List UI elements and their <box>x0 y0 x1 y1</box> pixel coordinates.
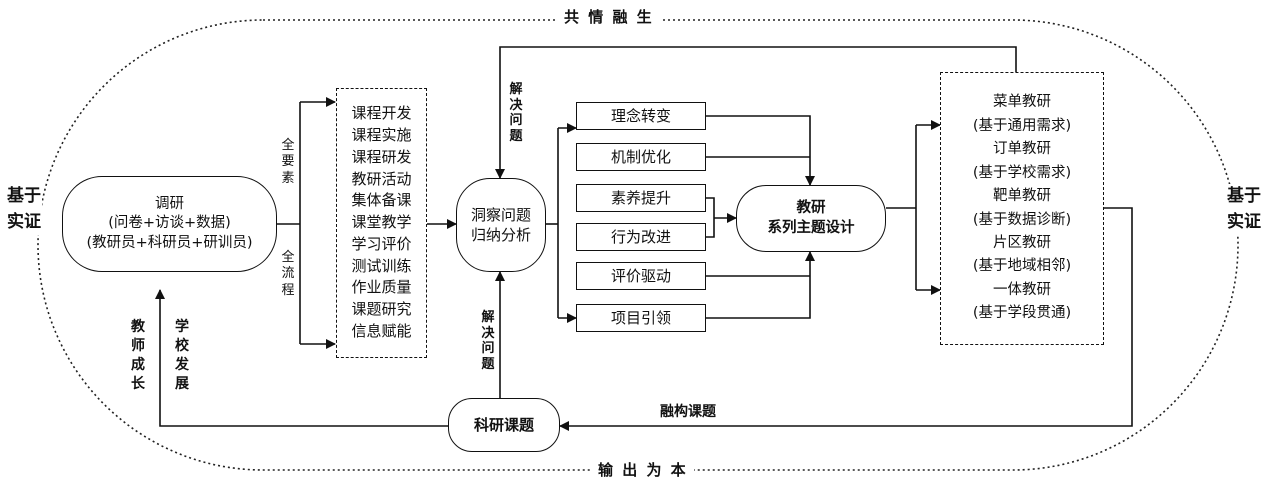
research-type-name: 订单教研 <box>993 141 1051 158</box>
left-side-label: 基于实证 <box>6 184 42 235</box>
right-list-box: 菜单教研 (基于通用需求) 订单教研 (基于学校需求) 靶单教研 (基于数据诊断) 片区教研… <box>940 72 1104 345</box>
arrow-project-to-research <box>155 289 448 427</box>
arrow-feedback-solve-top <box>495 46 1017 179</box>
research-type-basis: (基于地域相邻) <box>972 258 1072 275</box>
course-list-item: 课程开发 <box>351 104 412 123</box>
research-type-name: 一体教研 <box>993 281 1051 298</box>
research-project-box: 科研课题 <box>448 398 560 452</box>
item-box-project: 项目引领 <box>576 304 706 332</box>
course-list-item: 作业质量 <box>351 278 412 297</box>
center-theme-box: 教研 系列主题设计 <box>736 185 886 252</box>
insight-line1: 洞察问题 <box>470 205 531 224</box>
arrow-item5-6-to-center <box>706 251 815 319</box>
research-type-name: 菜单教研 <box>993 94 1051 111</box>
research-type-basis: (基于通用需求) <box>972 117 1072 134</box>
arrow-fusion-to-project <box>559 207 1133 431</box>
research-type-name: 片区教研 <box>993 234 1051 251</box>
item-box-behavior: 行为改进 <box>576 223 706 251</box>
course-list-item: 测试训练 <box>351 256 412 275</box>
insight-box: 洞察问题 归纳分析 <box>456 178 546 272</box>
top-banner-label: 共 情 融 生 <box>558 8 660 27</box>
research-title: 调研 <box>155 195 184 212</box>
research-type-basis: (基于学段贯通) <box>972 305 1072 322</box>
item-box-evaluation: 评价驱动 <box>576 262 706 290</box>
research-type-basis: (基于学校需求) <box>972 164 1072 181</box>
research-type-name: 靶单教研 <box>993 188 1051 205</box>
research-methods: (问卷+访谈+数据) <box>108 215 231 232</box>
branch-label-all-process: 全流程 <box>281 250 295 298</box>
item-box-mechanism: 机制优化 <box>576 143 706 171</box>
research-box: 调研 (问卷+访谈+数据) (教研员+科研员+研训员) <box>62 176 277 272</box>
label-solve-bottom: 解决问题 <box>481 310 495 372</box>
course-list-item: 集体备课 <box>351 191 412 210</box>
item-box-concept: 理念转变 <box>576 102 706 130</box>
course-list-item: 课程实施 <box>351 125 412 144</box>
label-school-dev: 学校发展 <box>175 319 189 392</box>
course-list-item: 课题研究 <box>351 300 412 319</box>
course-list-item: 课程研发 <box>351 147 412 166</box>
label-teacher-growth: 教师成长 <box>131 319 145 392</box>
arrow-item1-to-center <box>706 115 815 186</box>
bottom-banner-label: 输 出 为 本 <box>592 461 694 480</box>
label-fusion: 融构课题 <box>660 404 716 420</box>
course-list-item: 课堂教学 <box>351 213 412 232</box>
research-type-basis: (基于数据诊断) <box>972 211 1072 228</box>
course-list-item: 信息赋能 <box>351 322 412 341</box>
insight-line2: 归纳分析 <box>470 226 531 244</box>
branch-label-all-elements: 全要素 <box>281 138 295 186</box>
course-list-item: 学习评价 <box>351 234 412 253</box>
item-box-literacy: 素养提升 <box>576 184 706 212</box>
right-side-label: 基于实证 <box>1226 184 1262 235</box>
connector-item3-item4-bracket <box>706 197 715 238</box>
label-solve-top: 解决问题 <box>509 82 523 144</box>
center-line2: 系列主题设计 <box>767 219 855 236</box>
course-list-item: 教研活动 <box>351 169 412 188</box>
research-roles: (教研员+科研员+研训员) <box>86 234 253 251</box>
center-line1: 教研 <box>796 199 826 216</box>
course-list-box: 课程开发课程实施课程研发教研活动集体备课课堂教学学习评价测试训练作业质量课题研究… <box>336 88 427 358</box>
